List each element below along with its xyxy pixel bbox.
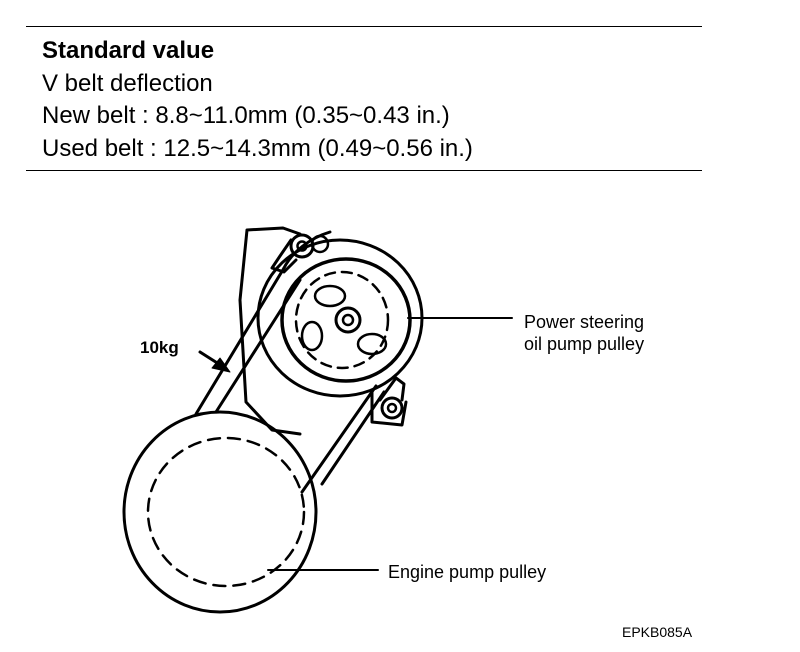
spec-title: Standard value bbox=[42, 37, 215, 64]
spec-line-deflection: V belt deflection bbox=[42, 69, 213, 97]
power-steering-pump-pulley bbox=[256, 238, 424, 398]
power-steering-label-line2: oil pump pulley bbox=[524, 334, 645, 354]
bracket-lower bbox=[370, 390, 408, 427]
force-arrow-icon bbox=[198, 350, 231, 373]
spec-line-new-belt: New belt : 8.8~11.0mm (0.35~0.43 in.) bbox=[42, 102, 450, 129]
top-rule bbox=[26, 26, 702, 27]
engine-pump-pulley bbox=[122, 410, 318, 614]
v-belt bbox=[194, 230, 386, 494]
power-steering-label-line1: Power steering bbox=[524, 312, 645, 332]
adjuster-lug bbox=[378, 376, 406, 420]
standard-value-block: Standard value V belt deflection New bel… bbox=[42, 35, 473, 165]
spec-line-used-belt: Used belt : 12.5~14.3mm (0.49~0.56 in.) bbox=[42, 134, 473, 162]
figure-code: EPKB085A bbox=[622, 624, 693, 640]
engine-pump-pulley-label: Engine pump pulley bbox=[388, 562, 547, 582]
power-steering-pulley-label: Power steering oil pump pulley bbox=[524, 311, 644, 355]
force-label: 10kg bbox=[140, 338, 179, 357]
bottom-rule bbox=[26, 170, 702, 171]
pump-bracket bbox=[238, 226, 302, 436]
